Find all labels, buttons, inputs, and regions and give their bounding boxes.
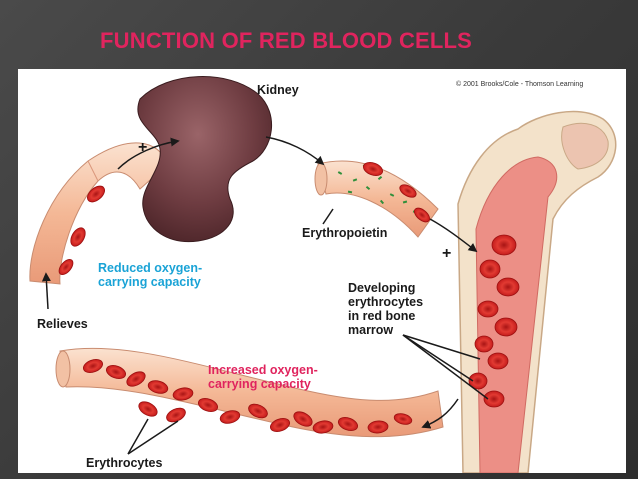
erythrocytes-label: Erythrocytes (86, 456, 163, 470)
upper-right-blood-vessel (317, 160, 439, 238)
kidney-plus-sign: + (138, 139, 148, 156)
erythropoietin-particles (337, 163, 418, 214)
kidney-illustration (137, 76, 273, 243)
developing-erythrocytes-label: Developing erythrocytes in red bone marr… (348, 281, 424, 337)
erythropoietin-label: Erythropoietin (302, 226, 388, 240)
diagram-panel: © 2001 Brooks/Cole - Thomson Learning Ki… (18, 69, 626, 473)
cycle-arrows (41, 136, 489, 455)
reduced-capacity-label: Reduced oxygen- carrying capacity (98, 261, 203, 289)
bone (457, 110, 617, 473)
bottom-blood-vessel (59, 347, 444, 438)
slide-title: FUNCTION OF RED BLOOD CELLS (100, 28, 473, 53)
red-blood-cells (58, 162, 520, 434)
increased-capacity-label: Increased oxygen- carrying capacity (208, 363, 318, 391)
copyright-notice: © 2001 Brooks/Cole - Thomson Learning (456, 81, 584, 88)
bone-plus-sign: + (442, 245, 452, 262)
kidney-label: Kidney (257, 83, 299, 97)
relieves-label: Relieves (37, 317, 88, 331)
rbc-function-diagram (29, 76, 617, 473)
